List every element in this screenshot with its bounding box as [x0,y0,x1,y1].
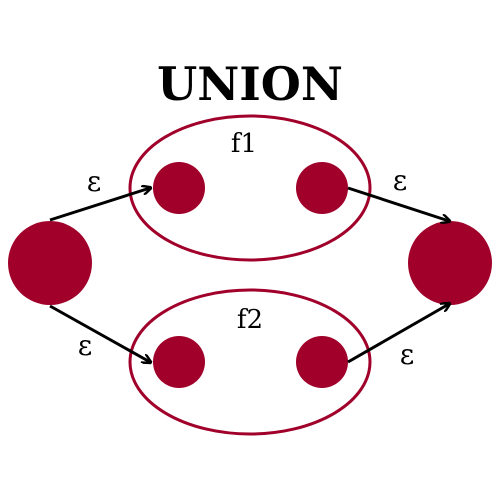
edge-start-to-f1-label: ε [87,165,102,198]
group-f2: f2 [128,288,372,436]
edge-start-to-f1 [49,188,150,222]
edge-start-to-f2-label: ε [78,329,93,362]
diagram-title: UNION [157,57,343,111]
group-f1-label: f1 [231,129,257,159]
f2-start-state [153,336,205,388]
f2-accept-state [296,336,348,388]
group-f1-ellipse [128,114,372,262]
f1-start-state [153,162,205,214]
group-f1: f1 [128,114,372,262]
edge-f1-to-accept-label: ε [393,164,408,197]
group-f2-ellipse [128,288,372,436]
union-accept-state [408,221,492,305]
group-f2-label: f2 [237,305,263,335]
edge-f1-to-accept [347,186,449,221]
f1-accept-state [296,162,348,214]
union-start-state [8,221,92,305]
edge-f2-to-accept-label: ε [400,338,415,371]
edge-start-to-f2 [49,304,150,362]
edge-f2-to-accept [347,304,449,364]
